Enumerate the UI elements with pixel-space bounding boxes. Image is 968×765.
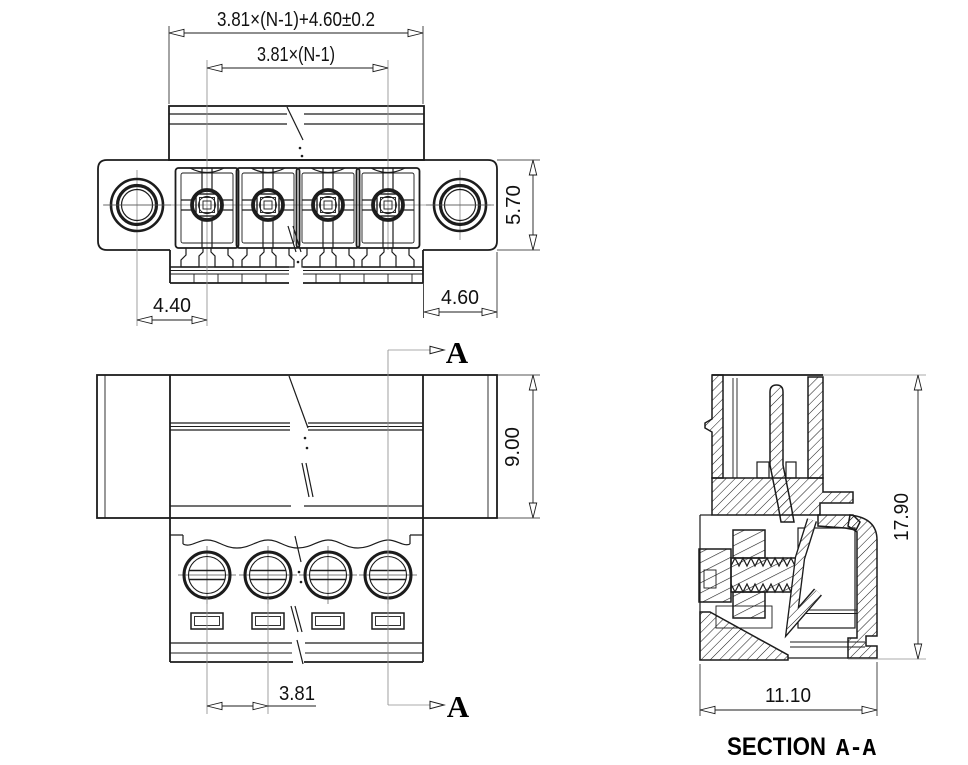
dim-overall-height: 17.90 [823, 374, 926, 660]
front-view-body [96, 374, 498, 519]
dim-total-width-label: 3.81×(N-1)+4.60±0.2 [217, 9, 375, 31]
section-cap-wall [847, 514, 878, 659]
section-spring-contact [784, 518, 822, 639]
dim-pin-span: 3.81×(N-1) [206, 44, 389, 73]
dim-pin-span-label: 3.81×(N-1) [257, 44, 335, 66]
section-cut-line: A A [387, 335, 470, 724]
front-view-break-lines [288, 375, 314, 665]
section-arrow-top-icon [429, 345, 446, 355]
screw-2 [237, 544, 299, 606]
section-title-word: SECTION [727, 733, 826, 761]
section-thread-top [730, 556, 799, 568]
top-view-tab-strip [169, 250, 424, 284]
mounting-hole-right [426, 177, 494, 233]
section-arrow-top-label: A [446, 335, 469, 370]
top-view [97, 60, 498, 326]
section-view [698, 374, 878, 661]
top-view-centerlines [104, 60, 491, 326]
section-left-wall [704, 374, 724, 479]
section-title-name: A-A [836, 736, 877, 763]
section-arrow-bottom-icon [429, 700, 446, 710]
dim-flange-edge-offset: 4.60 [423, 252, 498, 318]
dim-body-height-label: 9.00 [502, 427, 524, 467]
dim-flange-height-label: 5.70 [503, 185, 525, 225]
front-view [96, 374, 498, 665]
section-clamp-top [732, 529, 766, 559]
section-arrow-bottom-label: A [447, 689, 470, 724]
dim-hole-to-first-pin: 4.40 [136, 295, 208, 325]
dim-overall-depth-label: 11.10 [765, 685, 811, 707]
screw-3 [297, 544, 359, 606]
terminal-3 [294, 166, 362, 269]
section-right-wall [807, 376, 824, 479]
top-view-break-lines [286, 106, 304, 264]
wire-slot-3 [311, 612, 345, 630]
dim-overall-depth: 11.10 [699, 662, 878, 716]
dim-flange-edge-offset-label: 4.60 [441, 287, 479, 309]
dim-flange-height: 5.70 [497, 159, 540, 251]
dim-pin-pitch: 3.81 [206, 598, 316, 714]
section-title: SECTION A-A [727, 733, 877, 763]
dim-total-width: 3.81×(N-1)+4.60±0.2 [168, 9, 424, 104]
dim-overall-height-label: 17.90 [891, 493, 913, 541]
top-view-flange [97, 159, 498, 251]
mounting-hole-left [103, 177, 171, 233]
screw-1 [176, 544, 238, 606]
dim-pin-pitch-label: 3.81 [279, 683, 315, 705]
section-clamp-bottom [732, 591, 766, 619]
dim-hole-to-first-pin-label: 4.40 [153, 295, 191, 317]
section-contact-pin [769, 384, 795, 523]
dim-body-height: 9.00 [497, 374, 540, 519]
terminal-2 [234, 166, 302, 269]
section-funnel-wedge [699, 611, 789, 661]
section-thread-bottom [730, 582, 799, 594]
